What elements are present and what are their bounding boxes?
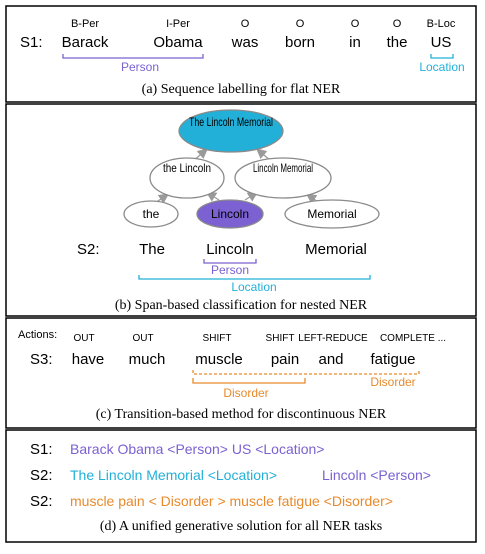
panel-a-border — [5, 5, 477, 103]
node-label-the-lincoln: the Lincoln — [163, 161, 211, 175]
node-label-the-lincoln-memorial: The Lincoln Memorial — [189, 115, 273, 129]
token-much: much — [129, 351, 166, 368]
span-bracket-location-b — [138, 275, 371, 280]
panel-c: Actions: OUT OUT SHIFT SHIFT LEFT-REDUCE… — [18, 329, 446, 422]
action-out-1: OUT — [73, 333, 94, 344]
action-out-2: OUT — [132, 333, 153, 344]
line-2-text-person: Lincoln <Person> — [322, 467, 431, 483]
line-3-text: muscle pain < Disorder > muscle fatigue … — [70, 493, 393, 509]
action-left-reduce: LEFT-REDUCE — [298, 333, 368, 344]
token-fatigue: fatigue — [370, 351, 415, 368]
action-shift-2: SHIFT — [266, 333, 295, 344]
line-3-id: S2: — [30, 493, 53, 510]
token-barack: Barack — [62, 34, 109, 51]
token-memorial-b: Memorial — [305, 241, 367, 258]
node-label-lincoln: Lincoln — [211, 207, 249, 221]
span-bracket-person — [62, 54, 204, 59]
tag-b-loc: B-Loc — [427, 18, 456, 30]
panel-c-sentence-id: S3: — [30, 351, 53, 368]
node-the-lincoln — [149, 157, 225, 199]
panel-d: S1: Barack Obama <Person> US <Location> … — [30, 441, 431, 534]
token-muscle: muscle — [195, 351, 243, 368]
token-and: and — [318, 351, 343, 368]
line-2-text-location: The Lincoln Memorial <Location> — [70, 467, 277, 483]
token-born: born — [285, 34, 315, 51]
tag-b-per: B-Per — [71, 18, 99, 30]
panel-b-sentence-id: S2: — [77, 241, 100, 258]
token-the-b: The — [139, 241, 165, 258]
panel-c-caption: (c) Transition-based method for disconti… — [96, 407, 387, 422]
node-label-lincoln-memorial: Lincoln Memorial — [253, 161, 313, 175]
token-pain: pain — [271, 351, 299, 368]
token-lincoln-b: Lincoln — [206, 241, 254, 258]
node-memorial — [284, 199, 380, 229]
panel-a-caption: (a) Sequence labelling for flat NER — [142, 82, 341, 97]
span-label-disorder-2: Disorder — [370, 375, 415, 389]
span-bracket-disorder-discontinuous — [192, 370, 420, 375]
action-shift-1: SHIFT — [203, 333, 232, 344]
token-in: in — [349, 34, 361, 51]
span-label-disorder-1: Disorder — [223, 386, 268, 400]
node-lincoln — [196, 199, 264, 229]
span-bracket-location — [430, 54, 454, 59]
token-have: have — [72, 351, 105, 368]
span-label-person: Person — [121, 60, 159, 74]
panel-b: The Lincoln Memorial the Lincoln Lincoln… — [77, 109, 380, 313]
panel-b-caption: (b) Span-based classification for nested… — [115, 298, 368, 313]
line-2-id: S2: — [30, 467, 53, 484]
node-the — [123, 200, 179, 228]
panel-c-border — [5, 317, 477, 429]
node-label-the: the — [143, 207, 160, 221]
actions-label: Actions: — [18, 329, 57, 341]
line-1-id: S1: — [30, 441, 53, 458]
panel-a: S1: B-Per I-Per O O O O B-Loc Barack Oba… — [20, 18, 465, 97]
tag-o-in: O — [351, 18, 360, 30]
span-label-person-b: Person — [211, 263, 249, 277]
node-lincoln-memorial — [234, 157, 332, 199]
tag-o-was: O — [241, 18, 250, 30]
tag-o-born: O — [296, 18, 305, 30]
panel-d-border — [5, 429, 477, 543]
tag-i-per: I-Per — [166, 18, 190, 30]
panel-d-caption: (d) A unified generative solution for al… — [100, 519, 382, 534]
token-the: the — [387, 34, 408, 51]
span-bracket-person-b — [203, 259, 257, 264]
span-label-location: Location — [419, 60, 464, 74]
span-label-location-b: Location — [231, 280, 276, 294]
token-obama: Obama — [153, 34, 203, 51]
node-label-memorial: Memorial — [307, 207, 356, 221]
node-the-lincoln-memorial — [178, 109, 284, 153]
line-1-text: Barack Obama <Person> US <Location> — [70, 441, 324, 457]
token-us: US — [431, 34, 452, 51]
panel-a-sentence-id: S1: — [20, 34, 43, 51]
span-bracket-disorder-muscle-pain — [192, 378, 306, 384]
panel-b-border — [5, 103, 477, 317]
action-complete: COMPLETE ... — [380, 333, 446, 344]
token-was: was — [231, 34, 259, 51]
tag-o-the: O — [393, 18, 402, 30]
